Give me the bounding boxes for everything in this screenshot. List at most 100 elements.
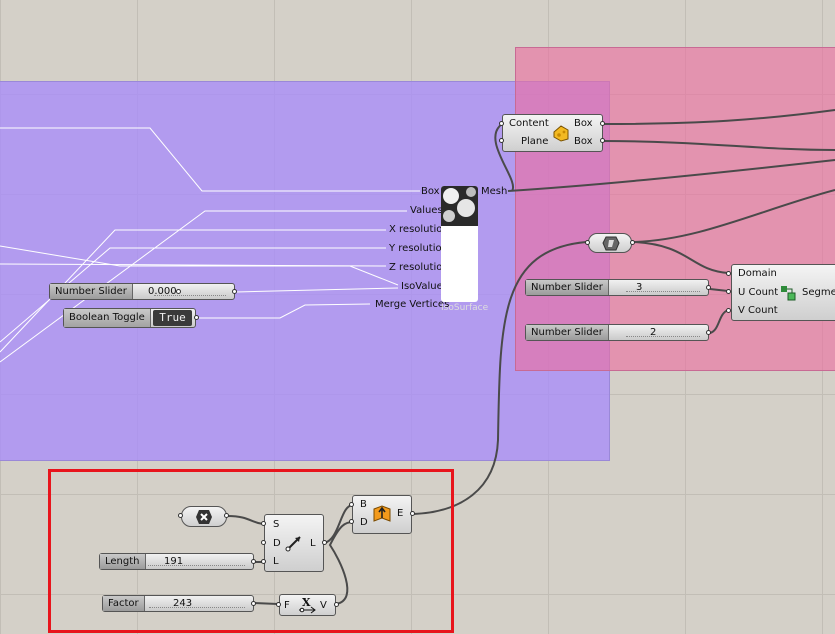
surface-port-out[interactable] — [630, 240, 635, 245]
boolean-toggle[interactable]: Boolean Toggle True — [63, 308, 196, 328]
wire-isoval-in — [0, 245, 399, 286]
toggle-port-out[interactable] — [194, 315, 199, 320]
box-port-plane[interactable] — [499, 138, 504, 143]
slider-value: 2 — [650, 327, 657, 338]
segment-port-ucount[interactable] — [726, 289, 731, 294]
box-port-content[interactable] — [499, 121, 504, 126]
box-port-out-2[interactable] — [600, 138, 605, 143]
slider-track — [154, 287, 226, 296]
factor-number-slider[interactable]: Factor 243 — [102, 595, 254, 612]
amplitude-x-icon: X — [297, 596, 317, 617]
segment-input-ucount[interactable]: U Count — [738, 287, 779, 298]
wire-box-out-1 — [602, 109, 835, 125]
extrude-component[interactable]: B D E — [352, 495, 412, 534]
extrude-port-b[interactable] — [349, 502, 354, 507]
wire-mesh-content — [494, 123, 515, 192]
line-port-l[interactable] — [261, 559, 266, 564]
cancel-port-in[interactable] — [178, 513, 183, 518]
slider-track — [626, 283, 700, 292]
cancel-port-out[interactable] — [224, 513, 229, 518]
wire-vcount — [709, 309, 729, 334]
cancel-icon — [195, 509, 213, 528]
wire-surface-domain — [633, 241, 729, 274]
iso-input-values[interactable]: Values — [410, 205, 443, 216]
wire-ucount — [709, 288, 729, 292]
line-input-s[interactable]: S — [273, 519, 280, 530]
amp-output-v[interactable]: V — [320, 600, 327, 611]
wire-yres-in — [0, 247, 386, 343]
slider-value: 243 — [173, 598, 193, 609]
cheese-box-icon — [552, 124, 570, 145]
wire-surface-out — [633, 189, 835, 243]
amp-port-v[interactable] — [334, 602, 339, 607]
wire-slider-iso — [235, 287, 399, 293]
slider-value: 191 — [164, 556, 184, 567]
toggle-value[interactable]: True — [153, 310, 192, 326]
segment-port-domain[interactable] — [726, 271, 731, 276]
iso-input-zres[interactable]: Z resolution — [389, 262, 449, 273]
iso-input-yres[interactable]: Y resolution — [389, 243, 448, 254]
box-port-out-1[interactable] — [600, 121, 605, 126]
iso-input-box[interactable]: Box — [421, 186, 440, 197]
slider-track — [626, 328, 700, 337]
iso-sublabel: IsoSurface — [441, 303, 489, 313]
iso-output-mesh[interactable]: Mesh — [481, 186, 508, 197]
line-port-s[interactable] — [261, 521, 266, 526]
wire-factor-f — [252, 602, 279, 605]
vcount-slider-port-out[interactable] — [706, 330, 711, 335]
line-port-d[interactable] — [261, 540, 266, 545]
extrude-port-out[interactable] — [410, 511, 415, 516]
cancel-component[interactable] — [181, 506, 227, 527]
segment-title: Segmen — [802, 287, 835, 298]
slider-grip[interactable] — [176, 289, 181, 294]
segment-input-domain[interactable]: Domain — [738, 268, 777, 279]
iso-slider-port-out[interactable] — [232, 289, 237, 294]
extrude-input-d[interactable]: D — [360, 517, 368, 528]
line-output-l[interactable]: L — [310, 538, 316, 549]
surface-param-icon — [602, 236, 620, 254]
wire-toggle-merge — [198, 303, 371, 319]
line-sdl-component[interactable]: S D L L — [264, 514, 324, 572]
box-input-content[interactable]: Content — [509, 118, 549, 129]
line-port-out[interactable] — [322, 540, 327, 545]
vcount-number-slider[interactable]: Number Slider 2 — [525, 324, 709, 341]
extrude-output-e[interactable]: E — [397, 508, 404, 519]
amplitude-component[interactable]: F X V — [279, 594, 336, 616]
surface-param-component[interactable] — [588, 233, 632, 253]
iso-input-isovalue[interactable]: IsoValue — [401, 281, 443, 292]
box-output-1[interactable]: Box — [574, 118, 593, 129]
wire-box-in — [0, 127, 420, 192]
box-input-plane[interactable]: Plane — [521, 136, 549, 147]
length-slider-port-out[interactable] — [251, 559, 256, 564]
isosurface-preview-icon[interactable] — [441, 186, 478, 302]
box-output-2[interactable]: Box — [574, 136, 593, 147]
slider-value: 3 — [636, 282, 643, 293]
surface-port-in[interactable] — [585, 240, 590, 245]
amp-input-f[interactable]: F — [284, 600, 290, 611]
ucount-slider-port-out[interactable] — [706, 285, 711, 290]
extrude-port-d[interactable] — [349, 519, 354, 524]
ucount-number-slider[interactable]: Number Slider 3 — [525, 279, 709, 296]
slider-value: 0.000 — [148, 286, 177, 297]
slider-name: Number Slider — [50, 284, 133, 299]
iso-number-slider[interactable]: Number Slider 0.000 — [49, 283, 235, 300]
iso-input-xres[interactable]: X resolution — [389, 224, 449, 235]
line-input-d[interactable]: D — [273, 538, 281, 549]
iso-input-merge[interactable]: Merge Vertices — [375, 299, 450, 310]
svg-text:X: X — [302, 596, 311, 609]
box-component[interactable]: Content Plane Box Box — [502, 114, 603, 152]
segment-port-vcount[interactable] — [726, 308, 731, 313]
extrude-input-b[interactable]: B — [360, 499, 367, 510]
extrude-icon — [373, 505, 391, 526]
line-sdl-icon — [285, 534, 303, 555]
segment-input-vcount[interactable]: V Count — [738, 305, 778, 316]
wire-extrude-out — [413, 241, 587, 515]
amp-port-f[interactable] — [276, 602, 281, 607]
length-number-slider[interactable]: Length 191 — [99, 553, 254, 570]
factor-slider-port-out[interactable] — [251, 601, 256, 606]
line-input-l[interactable]: L — [273, 556, 279, 567]
slider-name: Number Slider — [526, 280, 609, 295]
segment-component[interactable]: Domain U Count V Count Segmen — [731, 264, 835, 321]
